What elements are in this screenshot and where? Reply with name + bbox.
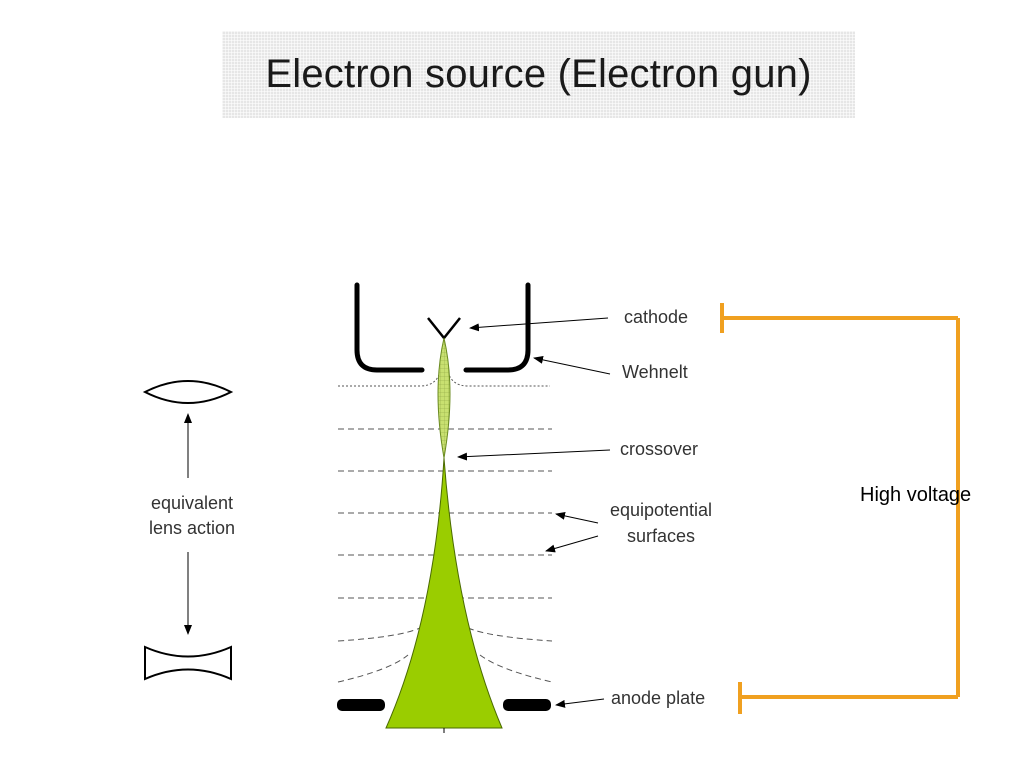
crossover-label: crossover: [620, 439, 698, 459]
label-arrows: [457, 317, 611, 708]
wehnelt-label: Wehnelt: [622, 362, 688, 382]
wehnelt-electrode: [354, 282, 531, 373]
page-title: Electron source (Electron gun): [265, 52, 812, 96]
high-voltage-bracket: [720, 303, 960, 714]
diverging-lens-icon: [144, 645, 232, 681]
equipotential-label-line1: equipotential: [610, 500, 712, 520]
title-banner: Electron source (Electron gun): [222, 31, 855, 118]
high-voltage-label: High voltage: [860, 484, 971, 506]
cathode-tip: [427, 317, 461, 341]
lens-label-line2: lens action: [149, 518, 235, 538]
cathode-label: cathode: [624, 307, 688, 327]
anode-plates: [337, 699, 551, 711]
equivalent-lens-action: equivalent lens action: [142, 380, 235, 681]
converging-lens-icon: [142, 380, 234, 404]
beam-lower-cone: [385, 457, 503, 729]
anode-plate-label: anode plate: [611, 688, 705, 708]
lens-label-line1: equivalent: [151, 493, 233, 513]
beam-upper-lobe: [437, 337, 451, 459]
equipotential-label-line2: surfaces: [627, 526, 695, 546]
